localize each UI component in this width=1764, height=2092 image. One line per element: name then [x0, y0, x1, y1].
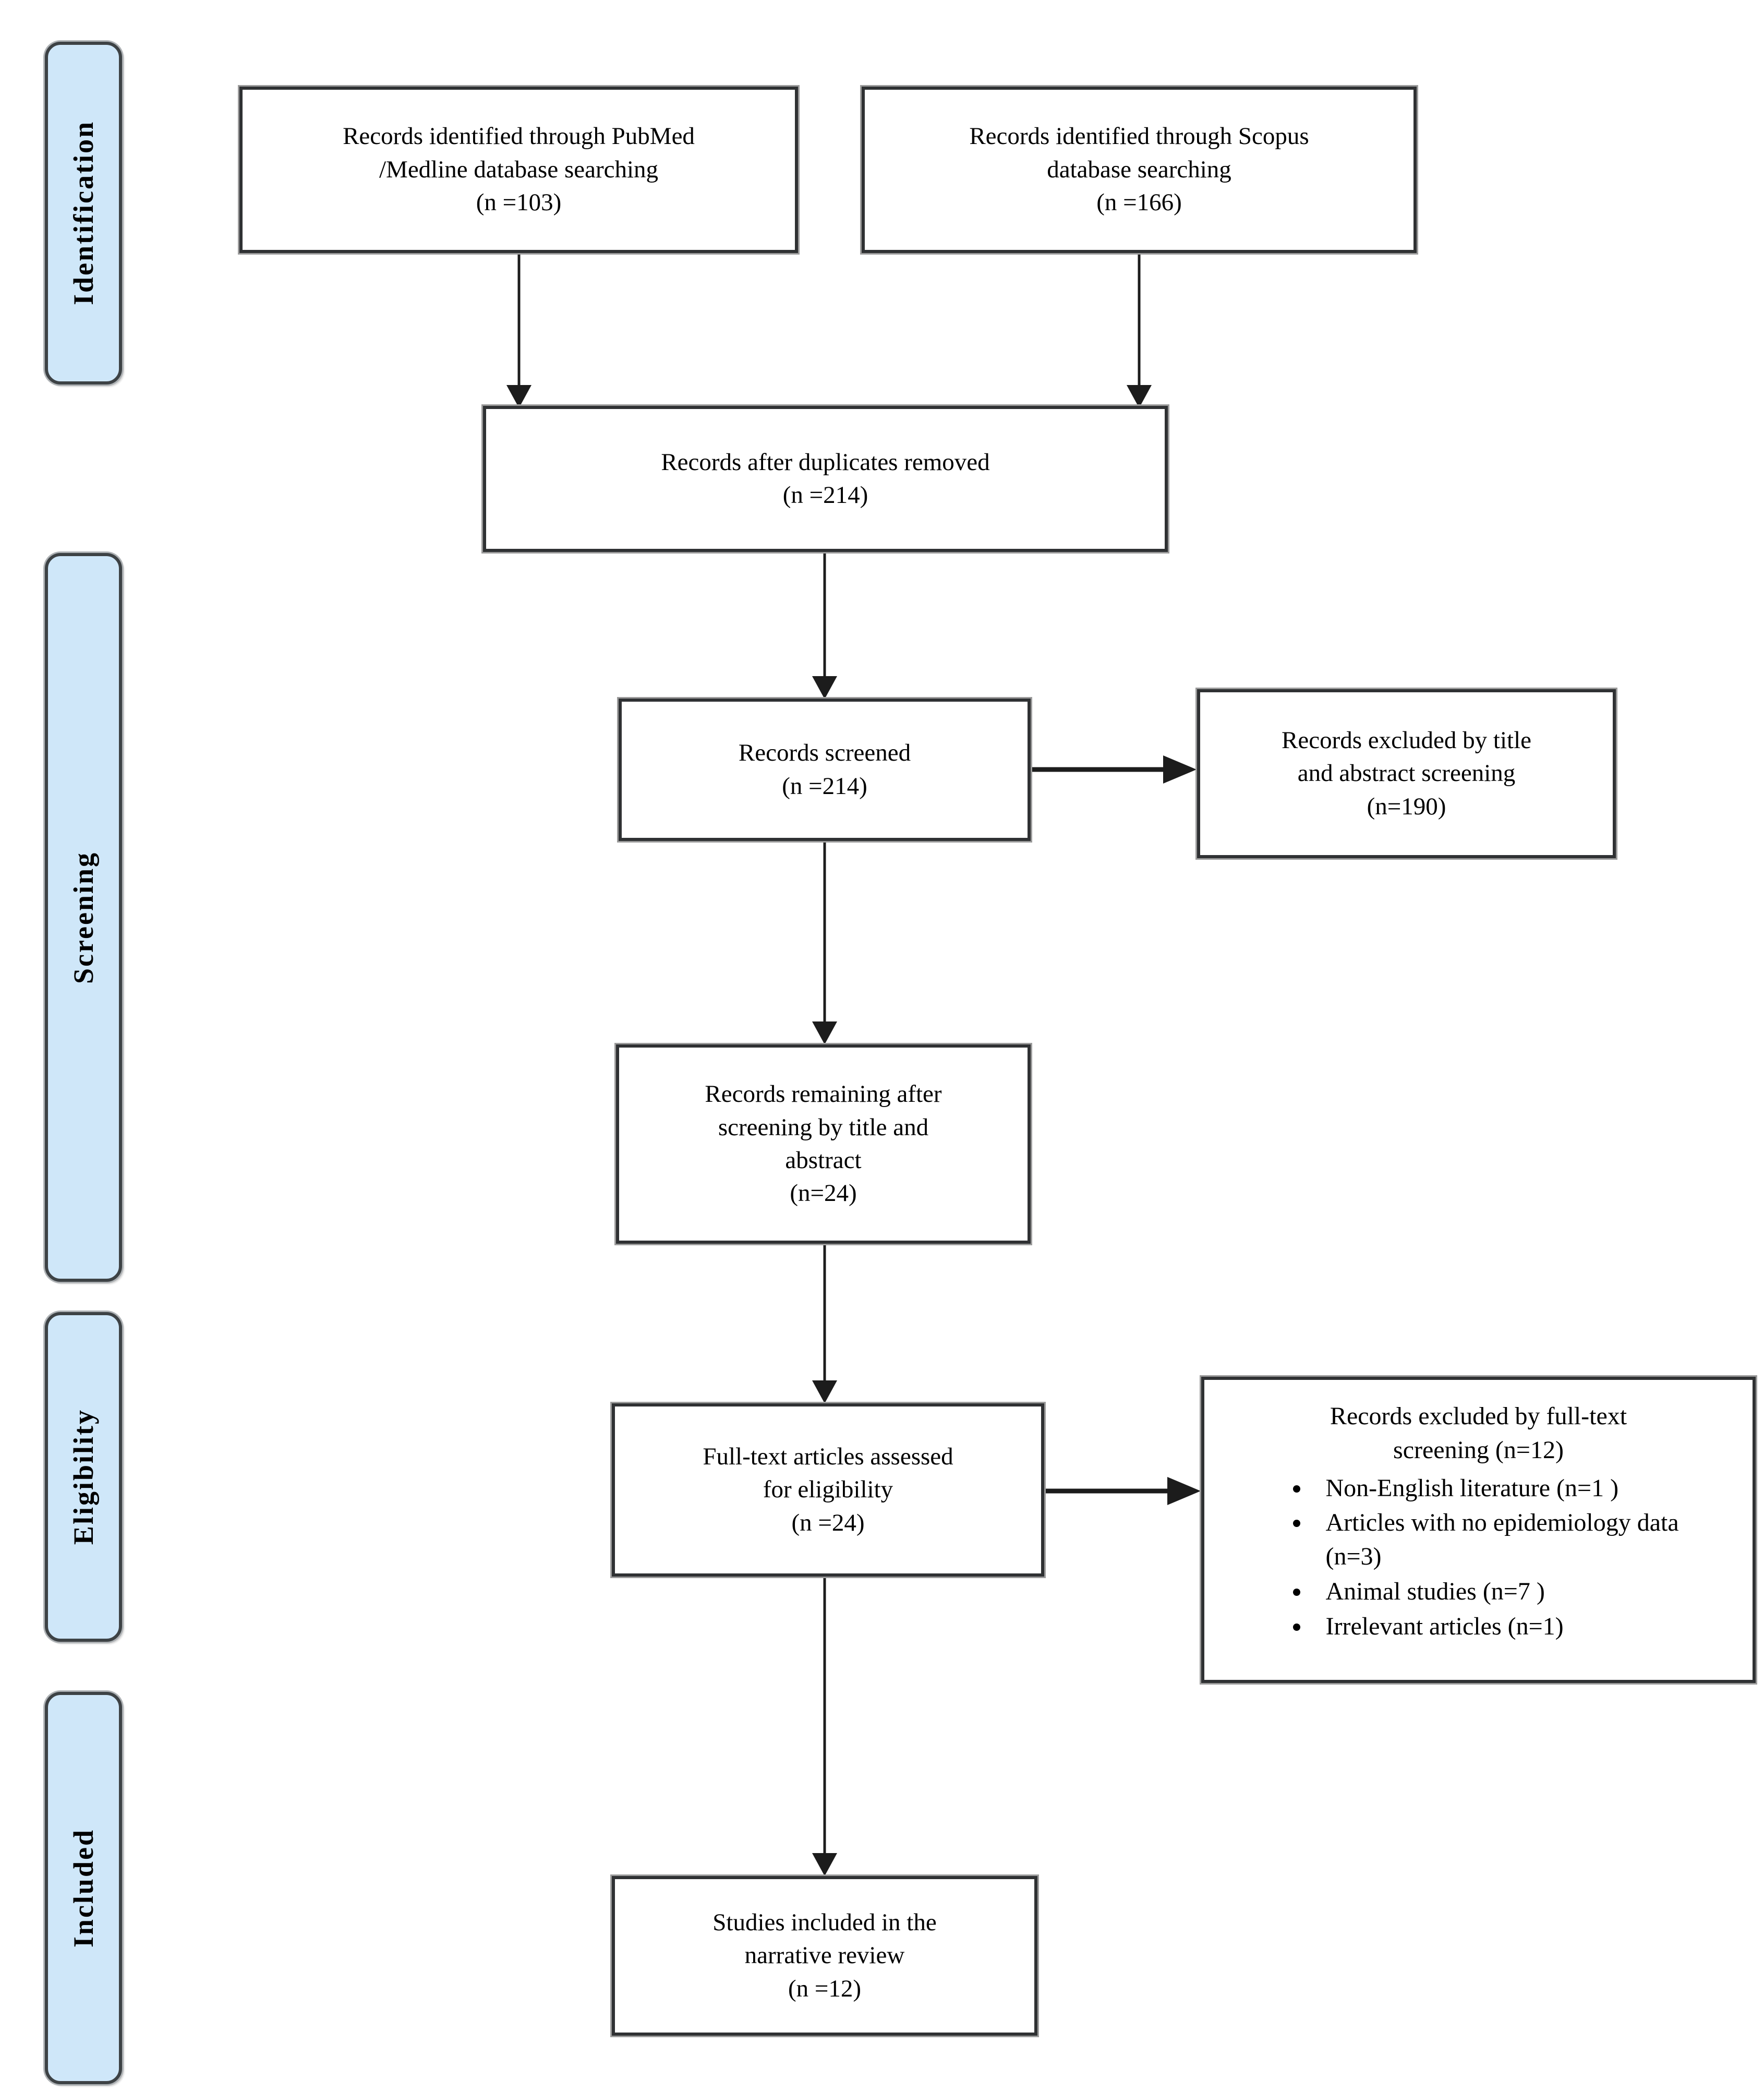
stage-label-identification: Identification — [45, 42, 122, 384]
stage-label-identification-text: Identification — [68, 121, 99, 306]
arrow-fulltext-to-included — [812, 1577, 837, 1876]
box-excluded-fulltext: Records excluded by full-text screening … — [1201, 1377, 1756, 1683]
arrow-remaining-to-fulltext — [812, 1244, 837, 1403]
stage-label-eligibility-text: Eligibility — [68, 1409, 99, 1545]
box-included-review: Studies included in the narrative review… — [612, 1876, 1037, 2036]
list-item: Animal studies (n=7 ) — [1311, 1575, 1708, 1609]
box-records-scopus: Records identified through Scopus databa… — [862, 87, 1417, 253]
stage-label-screening: Screening — [45, 553, 122, 1282]
box-included-review-text: Studies included in the narrative review… — [712, 1908, 937, 2002]
list-item: Irrelevant articles (n=1) — [1311, 1610, 1708, 1644]
box-records-pubmed: Records identified through PubMed /Medli… — [239, 87, 798, 253]
excluded-fulltext-reason-list: Non-English literature (n=1 ) Articles w… — [1250, 1471, 1708, 1645]
box-fulltext-assessed: Full-text articles assessed for eligibil… — [612, 1403, 1044, 1577]
arrow-pubmed-to-duplicates — [506, 253, 531, 408]
box-remaining-after-screening-text: Records remaining after screening by tit… — [705, 1080, 942, 1207]
box-excluded-fulltext-title: Records excluded by full-text screening … — [1330, 1402, 1627, 1464]
list-item: Non-English literature (n=1 ) — [1311, 1472, 1708, 1506]
box-remaining-after-screening: Records remaining after screening by tit… — [616, 1044, 1031, 1244]
box-fulltext-assessed-text: Full-text articles assessed for eligibil… — [703, 1442, 953, 1536]
arrow-screened-to-remaining — [812, 841, 837, 1044]
box-records-screened: Records screened (n =214) — [619, 699, 1031, 841]
stage-label-included: Included — [45, 1692, 122, 2084]
arrow-scopus-to-duplicates — [1127, 253, 1152, 408]
stage-label-included-text: Included — [68, 1828, 99, 1948]
box-records-screened-text: Records screened (n =214) — [738, 739, 911, 800]
arrow-screened-to-excluded-title-abstract — [1031, 755, 1197, 784]
list-item: Articles with no epidemiology data (n=3) — [1311, 1506, 1708, 1574]
box-records-scopus-text: Records identified through Scopus databa… — [969, 123, 1309, 217]
box-excluded-title-abstract: Records excluded by title and abstract s… — [1197, 689, 1616, 858]
box-excluded-title-abstract-text: Records excluded by title and abstract s… — [1282, 726, 1531, 820]
arrow-fulltext-to-excluded-fulltext — [1044, 1477, 1201, 1505]
box-records-pubmed-text: Records identified through PubMed /Medli… — [343, 123, 695, 217]
box-duplicates-removed: Records after duplicates removed (n =214… — [483, 406, 1168, 552]
stage-label-eligibility: Eligibility — [45, 1312, 122, 1642]
stage-label-screening-text: Screening — [68, 851, 99, 984]
box-duplicates-removed-text: Records after duplicates removed (n =214… — [661, 448, 990, 509]
arrow-duplicates-to-screened — [812, 552, 837, 699]
